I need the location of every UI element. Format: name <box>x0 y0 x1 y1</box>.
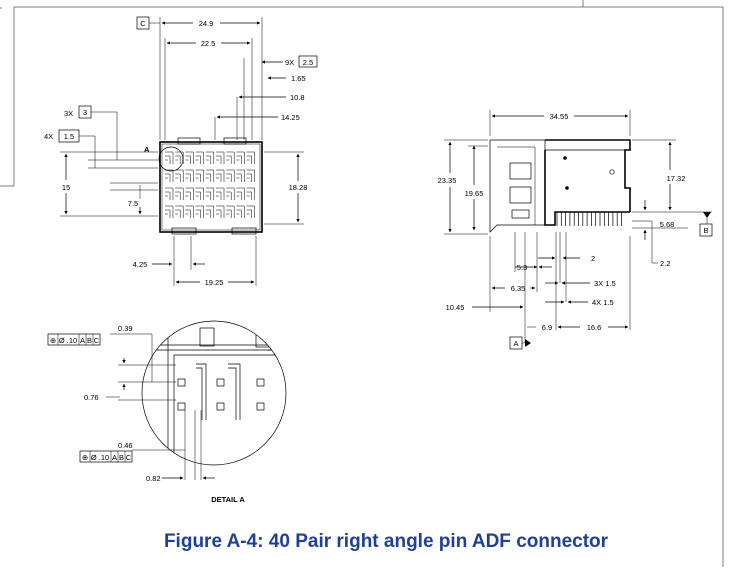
fcf-bottom-symbol: ⊕ <box>82 453 88 462</box>
pin-cell <box>165 205 174 218</box>
pin-cell <box>175 205 184 218</box>
dim-3x-1-5: 3X 1.5 <box>594 279 616 288</box>
dim-7-5: 7.5 <box>128 199 138 208</box>
dim-0-39: 0.39 <box>118 324 133 333</box>
fcf-bottom-datum-c: C <box>126 453 132 462</box>
pin-cell <box>226 169 235 182</box>
dim-5-3: 5.3 <box>517 263 527 272</box>
pin-cell <box>195 151 204 164</box>
pin-cell <box>165 151 174 164</box>
fcf-top-datum-a: A <box>80 336 85 345</box>
dim-9x: 9X <box>285 58 294 67</box>
fcf-bottom: ⊕ Ø .10 A B C <box>79 450 133 463</box>
pin-cell <box>236 169 245 182</box>
dim-0-46: 0.46 <box>118 441 133 450</box>
dim-14-25: 14.25 <box>281 113 300 122</box>
pin-cell <box>216 151 225 164</box>
datum-a-label: A <box>513 339 518 348</box>
figure-caption: Figure A-4: 40 Pair right angle pin ADF … <box>164 531 609 552</box>
fcf-top-tolerance: Ø .10 <box>59 336 77 345</box>
datum-b-label: B <box>703 226 708 235</box>
front-view: C 24.9 22.5 9X 2.5 1.65 10.8 14.25 3X <box>44 16 318 287</box>
fcf-bottom-tolerance: Ø .10 <box>91 453 109 462</box>
dim-1-5: 1.5 <box>64 132 74 141</box>
pin-cell <box>205 151 215 164</box>
dim-17-32: 17.32 <box>667 174 686 183</box>
dim-18-28: 18.28 <box>289 183 308 192</box>
detail-ref-a: A <box>144 145 150 154</box>
pin-cell <box>205 205 215 218</box>
pin-cell <box>165 187 174 200</box>
dim-6-35: 6.35 <box>511 284 526 293</box>
detail-a-label: DETAIL A <box>211 495 245 504</box>
fcf-bottom-datum-b: B <box>119 453 124 462</box>
dim-10-8: 10.8 <box>290 93 305 102</box>
dim-23-35: 23.35 <box>438 176 457 185</box>
dim-19-25: 19.25 <box>205 278 224 287</box>
side-housing-outline <box>545 139 631 212</box>
dim-5-68: 5.68 <box>660 220 675 229</box>
fcf-top-datum-c: C <box>94 336 100 345</box>
dim-3x: 3X <box>64 109 73 118</box>
fcf-bottom-datum-a: A <box>112 453 117 462</box>
front-body-outline <box>159 141 263 233</box>
fcf-top: ⊕ Ø .10 A B C <box>47 333 101 346</box>
pin-cell <box>226 151 235 164</box>
pin-cell <box>236 151 245 164</box>
pin-cell <box>236 205 245 218</box>
detail-a-callout-circle <box>158 146 184 172</box>
dim-4-25: 4.25 <box>133 260 148 269</box>
pin-cell <box>246 187 255 200</box>
pin-cell <box>185 151 194 164</box>
pin-cell <box>205 187 215 200</box>
dim-22-5: 22.5 <box>201 39 216 48</box>
dim-0-76: 0.76 <box>84 393 99 402</box>
pin-cell <box>226 205 235 218</box>
dim-0-82: 0.82 <box>146 474 161 483</box>
fcf-top-symbol: ⊕ <box>50 336 56 345</box>
dim-2-2: 2.2 <box>660 259 670 268</box>
pin-cell <box>185 205 194 218</box>
pin-cell <box>185 187 194 200</box>
dim-10-45: 10.45 <box>446 303 465 312</box>
pin-cell <box>175 187 184 200</box>
pin-cell <box>236 187 245 200</box>
pin-cell <box>185 169 194 182</box>
pin-grid <box>165 151 255 218</box>
detail-a-circle <box>141 320 287 466</box>
pin-cell <box>165 169 174 182</box>
datum-c-label: C <box>140 19 146 28</box>
pin-cell <box>195 205 204 218</box>
dim-15: 15 <box>62 183 70 192</box>
pin-cell <box>246 151 255 164</box>
dim-1-65: 1.65 <box>291 74 306 83</box>
side-pin-tails <box>556 212 622 226</box>
dim-19-65: 19.65 <box>465 189 484 198</box>
pin-cell <box>246 169 255 182</box>
pin-cell <box>216 187 225 200</box>
dim-24-9: 24.9 <box>199 19 214 28</box>
dim-2: 2 <box>591 254 595 263</box>
pin-cell <box>175 169 184 182</box>
dim-34-55: 34.55 <box>550 112 569 121</box>
pin-cell <box>246 205 255 218</box>
dim-4x: 4X <box>44 132 53 141</box>
detail-a-view: 0.39 ⊕ Ø .10 A B C 0.76 0.46 <box>47 320 287 504</box>
dim-2-5: 2.5 <box>303 58 313 67</box>
dim-3: 3 <box>83 108 87 117</box>
fcf-top-datum-b: B <box>87 336 92 345</box>
pin-cell <box>195 187 204 200</box>
pin-cell <box>205 169 215 182</box>
pin-cell <box>216 205 225 218</box>
dim-4x-1-5: 4X 1.5 <box>592 298 614 307</box>
side-view: 34.55 23.35 19.65 17.32 B 5.68 2.2 <box>438 110 713 350</box>
pin-cell <box>216 169 225 182</box>
dim-16-6: 16.6 <box>587 323 602 332</box>
dim-6-9: 6.9 <box>542 323 552 332</box>
pin-cell <box>226 187 235 200</box>
pin-cell <box>195 169 204 182</box>
